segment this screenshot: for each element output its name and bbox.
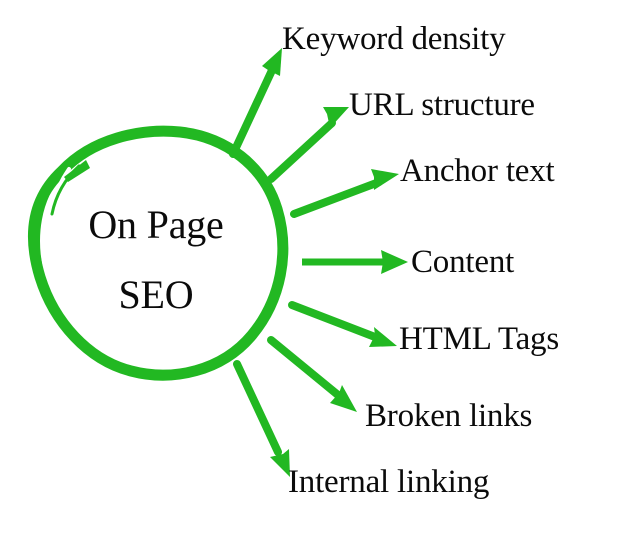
branch-label-anchor-text: Anchor text — [400, 153, 555, 189]
arrow-keyword-density — [229, 48, 282, 158]
arrow-html-tags — [288, 301, 397, 347]
branch-label-url-structure: URL structure — [349, 87, 535, 123]
arrow-group — [229, 48, 408, 477]
branch-label-internal-linking: Internal linking — [288, 464, 490, 500]
branch-label-keyword-density: Keyword density — [282, 21, 506, 57]
arrow-url-structure — [267, 107, 349, 183]
center-circle-left-stroke — [33, 169, 64, 280]
center-circle-stroke — [27, 125, 289, 381]
branch-label-html-tags: HTML Tags — [399, 321, 559, 357]
arrow-anchor-text — [290, 169, 399, 218]
arrow-content — [302, 250, 408, 274]
center-concept-line-1: On Page — [88, 202, 224, 247]
center-circle-left-thin-stroke — [46, 167, 71, 252]
arrow-broken-links — [267, 336, 357, 412]
center-circle-nib — [64, 160, 90, 182]
center-circle-group — [27, 125, 289, 381]
branch-label-broken-links: Broken links — [365, 398, 533, 434]
branch-label-content: Content — [411, 244, 515, 280]
arrow-internal-linking — [233, 360, 290, 477]
center-concept-line-2: SEO — [118, 272, 194, 317]
